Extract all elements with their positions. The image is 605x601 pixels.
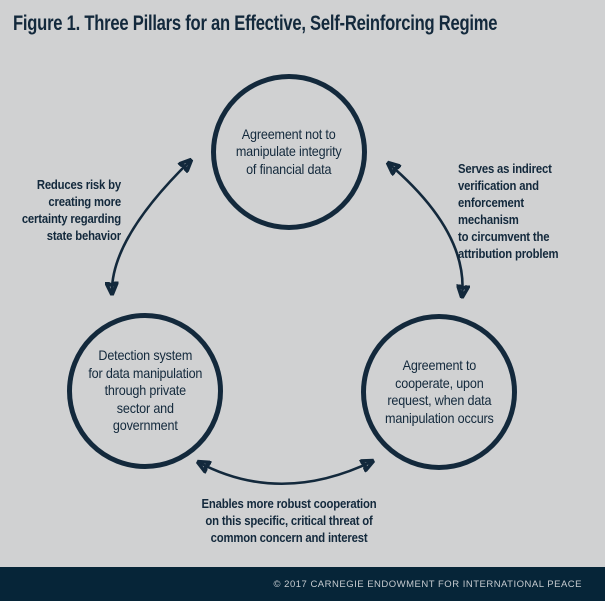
figure-title: Figure 1. Three Pillars for an Effective… [13,12,498,35]
edge-label-robust-cooperation: Enables more robust cooperation on this … [201,496,377,545]
edge-label-reduces-risk: Reduces risk by creating more certainty … [21,177,121,243]
node-detection-system: Detection system for data manipulation t… [67,313,223,469]
node-detection-system-label: Detection system for data manipulation t… [88,347,202,434]
footer-bar: © 2017 CARNEGIE ENDOWMENT FOR INTERNATIO… [0,567,605,601]
copyright-text: © 2017 CARNEGIE ENDOWMENT FOR INTERNATIO… [273,578,582,590]
node-cooperation-agreement: Agreement to cooperate, upon request, wh… [361,314,517,470]
node-no-manipulation-agreement: Agreement not to manipulate integrity of… [211,74,367,230]
node-no-manipulation-label: Agreement not to manipulate integrity of… [236,125,342,177]
edge-arrow-left [112,160,191,294]
edge-arrow-bottom [198,461,373,486]
node-cooperation-agreement-label: Agreement to cooperate, upon request, wh… [384,357,494,426]
edge-arrow-right [388,163,463,297]
edge-label-indirect-verification: Serves as indirect verification and enfo… [458,161,559,261]
